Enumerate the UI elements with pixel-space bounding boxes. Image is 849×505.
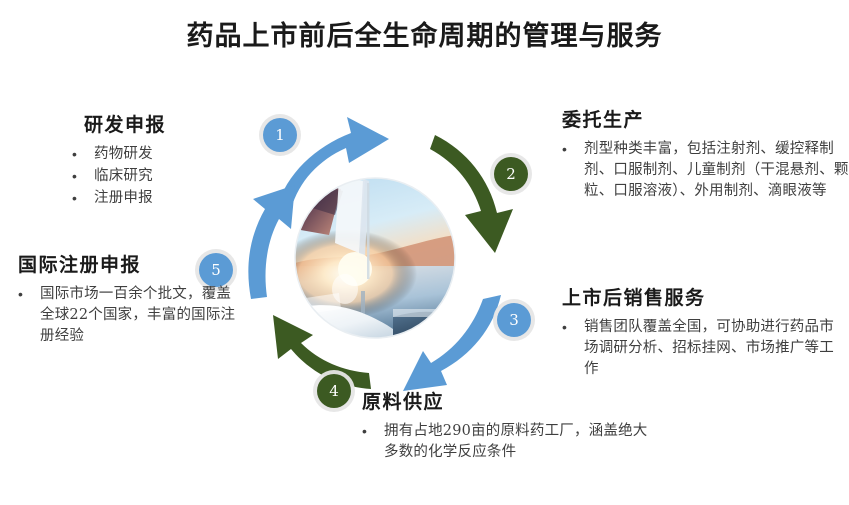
cycle-badge-5: 5: [199, 253, 233, 287]
section-rd: 研发申报 • 药物研发 • 临床研究 • 注册申报: [72, 110, 282, 210]
list-item-text: 剂型种类丰富，包括注射剂、缓控释制剂、口服制剂、儿童制剂（干混悬剂、颗粒、口服溶…: [584, 141, 849, 199]
cycle-badge-2: 2: [494, 157, 528, 191]
bullet-icon: •: [362, 423, 367, 439]
section-sales-bullets: • 销售团队覆盖全国，可协助进行药品市场调研分析、招标挂网、市场推广等工作: [562, 317, 849, 380]
bullet-icon: •: [562, 141, 567, 157]
cycle-badge-1: 1: [263, 118, 297, 152]
center-sailboat-image: [295, 178, 455, 338]
cycle-badge-1-label: 1: [275, 126, 285, 144]
list-item-text: 注册申报: [94, 190, 153, 206]
section-api: 原料供应 • 拥有占地290亩的原料药工厂，涵盖绝大多数的化学反应条件: [362, 387, 662, 464]
list-item: • 注册申报: [72, 188, 282, 209]
section-intl-heading: 国际注册申报: [18, 254, 142, 276]
list-item: • 销售团队覆盖全国，可协助进行药品市场调研分析、招标挂网、市场推广等工作: [562, 317, 849, 380]
list-item: • 临床研究: [72, 166, 282, 187]
section-api-heading: 原料供应: [362, 391, 445, 413]
section-api-bullets: • 拥有占地290亩的原料药工厂，涵盖绝大多数的化学反应条件: [362, 421, 662, 463]
cycle-arrow-5: [248, 185, 295, 299]
cycle-badge-4-label: 4: [329, 382, 339, 400]
list-item: • 国际市场一百余个批文，覆盖全球22个国家，丰富的国际注册经验: [18, 284, 268, 347]
section-cmo-heading: 委托生产: [562, 109, 645, 131]
list-item: • 拥有占地290亩的原料药工厂，涵盖绝大多数的化学反应条件: [362, 421, 662, 463]
bullet-icon: •: [562, 319, 567, 335]
list-item: • 剂型种类丰富，包括注射剂、缓控释制剂、口服制剂、儿童制剂（干混悬剂、颗粒、口…: [562, 139, 849, 202]
section-rd-heading: 研发申报: [84, 114, 167, 136]
list-item: • 药物研发: [72, 144, 282, 165]
cycle-arrow-2: [430, 135, 513, 253]
bullet-icon: •: [18, 286, 23, 302]
cycle-badge-5-label: 5: [211, 261, 221, 279]
cycle-badge-3-label: 3: [509, 311, 519, 329]
cycle-arrow-1: [276, 117, 389, 209]
cycle-badge-3: 3: [497, 303, 531, 337]
section-cmo-bullets: • 剂型种类丰富，包括注射剂、缓控释制剂、口服制剂、儿童制剂（干混悬剂、颗粒、口…: [562, 139, 849, 202]
lifecycle-cycle-diagram: [243, 103, 547, 413]
section-intl-bullets: • 国际市场一百余个批文，覆盖全球22个国家，丰富的国际注册经验: [18, 284, 268, 347]
list-item-text: 国际市场一百余个批文，覆盖全球22个国家，丰富的国际注册经验: [40, 286, 236, 344]
cycle-badge-2-label: 2: [506, 165, 516, 183]
bullet-icon: •: [72, 190, 77, 206]
list-item-text: 临床研究: [94, 168, 153, 184]
bullet-icon: •: [72, 146, 77, 162]
center-image-border: [294, 177, 456, 339]
section-sales-heading: 上市后销售服务: [562, 287, 706, 309]
list-item-text: 药物研发: [94, 146, 153, 162]
section-sales: 上市后销售服务 • 销售团队覆盖全国，可协助进行药品市场调研分析、招标挂网、市场…: [562, 283, 849, 381]
bullet-icon: •: [72, 168, 77, 184]
list-item-text: 拥有占地290亩的原料药工厂，涵盖绝大多数的化学反应条件: [384, 423, 648, 460]
cycle-arrow-3: [403, 295, 501, 391]
list-item-text: 销售团队覆盖全国，可协助进行药品市场调研分析、招标挂网、市场推广等工作: [584, 319, 834, 377]
section-intl: 国际注册申报 • 国际市场一百余个批文，覆盖全球22个国家，丰富的国际注册经验: [18, 250, 268, 348]
page-title: 药品上市前后全生命周期的管理与服务: [186, 21, 663, 52]
section-rd-bullets: • 药物研发 • 临床研究 • 注册申报: [72, 144, 282, 209]
cycle-badge-4: 4: [317, 374, 351, 408]
cycle-arrow-4: [273, 315, 371, 389]
cycle-arrows-svg: [248, 117, 513, 391]
section-cmo: 委托生产 • 剂型种类丰富，包括注射剂、缓控释制剂、口服制剂、儿童制剂（干混悬剂…: [562, 105, 849, 203]
